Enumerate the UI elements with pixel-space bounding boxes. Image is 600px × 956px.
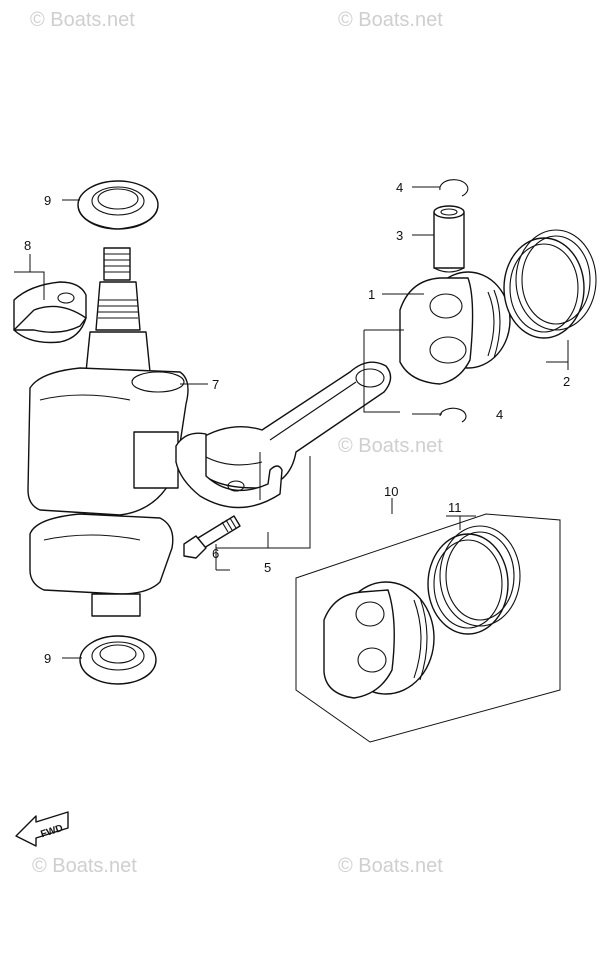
callout-7: 7 — [212, 377, 219, 392]
connecting-rod-drawing — [175, 361, 392, 509]
watermark-top-left: © Boats.net — [30, 9, 135, 31]
circlip-bottom-drawing — [439, 407, 467, 423]
oil-seal-top-drawing — [77, 180, 159, 230]
callouts: 9 8 7 9 4 3 1 2 4 10 11 6 5 — [24, 180, 570, 666]
conrod-bolt-drawing — [183, 515, 241, 559]
callout-5: 5 — [264, 560, 271, 575]
circlip-top-drawing — [439, 179, 469, 197]
leader-lines — [14, 186, 569, 659]
fwd-arrow-icon: FWD — [15, 811, 69, 847]
watermark-bottom-right: © Boats.net — [338, 855, 443, 877]
crankshaft-drawing — [27, 247, 189, 617]
piston-drawing — [399, 271, 511, 385]
callout-4-bottom: 4 — [496, 407, 503, 422]
watermark-bottom-left: © Boats.net — [32, 855, 137, 877]
callout-3: 3 — [396, 228, 403, 243]
callout-11: 11 — [448, 500, 462, 515]
watermark-top-right: © Boats.net — [338, 9, 443, 31]
callout-9-top: 9 — [44, 193, 51, 208]
piston-rings-drawing — [503, 229, 597, 339]
callout-8: 8 — [24, 238, 31, 253]
callout-10: 10 — [384, 484, 398, 499]
crankshaft-bearing-drawing — [13, 281, 87, 344]
piston-set-drawing — [295, 513, 561, 743]
callout-2: 2 — [563, 374, 570, 389]
piston-pin-drawing — [433, 205, 465, 273]
callout-4-top: 4 — [396, 180, 403, 195]
callout-1: 1 — [368, 287, 375, 302]
watermarks: © Boats.net © Boats.net © Boats.net © Bo… — [30, 9, 443, 877]
oil-seal-bottom-drawing — [79, 635, 157, 685]
callout-9-bottom: 9 — [44, 651, 51, 666]
callout-6: 6 — [212, 546, 219, 561]
watermark-mid-right: © Boats.net — [338, 435, 443, 457]
